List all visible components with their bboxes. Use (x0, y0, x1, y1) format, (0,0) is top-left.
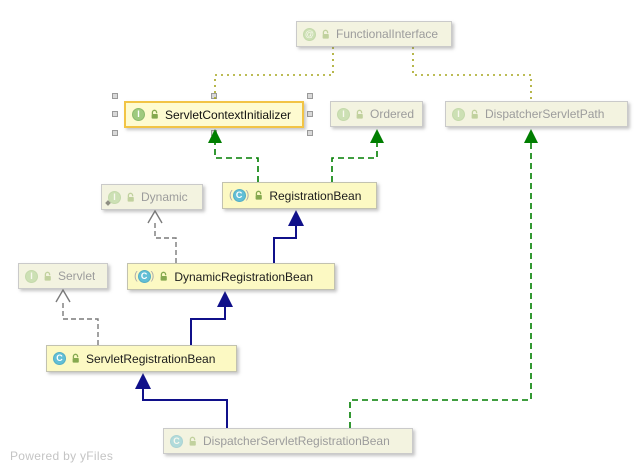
selection-handle-mid-right[interactable] (307, 111, 313, 117)
edge-drb-extends-registrationbean[interactable] (273, 210, 304, 263)
open-arrowhead (147, 209, 163, 224)
node-label: Servlet (58, 269, 96, 283)
class-icon: C (170, 434, 183, 448)
node-label: Ordered (370, 107, 415, 121)
interface-icon: I (337, 107, 350, 121)
interface-icon: I (452, 107, 465, 121)
node-registration-bean[interactable]: (C) RegistrationBean (222, 182, 377, 209)
class-icon: C (53, 352, 66, 365)
arrowhead (135, 373, 151, 389)
interface-icon: I (25, 269, 38, 283)
edge-dsrb-extends-srb[interactable] (135, 373, 228, 428)
node-dynamic-registration-bean[interactable]: (C) DynamicRegistrationBean (127, 263, 335, 290)
arrowhead (524, 129, 538, 143)
arrowhead (288, 210, 304, 226)
node-label: RegistrationBean (269, 188, 362, 203)
node-dispatcher-servlet-registration-bean[interactable]: C DispatcherServletRegistrationBean (163, 428, 413, 454)
node-ordered[interactable]: I Ordered (330, 101, 423, 127)
interface-icon: I (132, 108, 145, 121)
node-label: FunctionalInterface (336, 27, 439, 41)
edge-srb-generic-servlet[interactable] (55, 288, 99, 345)
node-servlet[interactable]: I Servlet (18, 263, 108, 289)
edge-registrationbean-implements-sci[interactable] (208, 129, 259, 182)
arrowhead (370, 129, 384, 143)
lock-icon (356, 109, 363, 119)
node-dynamic[interactable]: I Dynamic (101, 184, 203, 210)
selection-handle-top-right[interactable] (307, 93, 313, 99)
lock-icon (160, 271, 168, 281)
open-arrowhead (55, 288, 71, 303)
edge-dsrb-implements-dispatcherservletpath[interactable] (349, 129, 538, 428)
inner-interface-icon: I (105, 190, 121, 206)
node-label: DynamicRegistrationBean (174, 269, 314, 284)
node-label: ServletContextInitializer (165, 107, 292, 122)
selection-handle-top-left[interactable] (112, 93, 118, 99)
yfiles-watermark: Powered by yFiles (10, 449, 114, 463)
node-label: DispatcherServletRegistrationBean (203, 434, 390, 448)
lock-icon (471, 109, 478, 119)
node-servlet-registration-bean[interactable]: C ServletRegistrationBean (46, 345, 237, 372)
selection-handle-bottom-center[interactable] (211, 130, 217, 136)
lock-icon (322, 29, 329, 39)
edge-dsp-to-functionalinterface[interactable] (412, 47, 532, 100)
node-label: DispatcherServletPath (485, 107, 605, 121)
lock-icon (127, 192, 134, 202)
arrowhead (217, 291, 233, 307)
lock-icon (151, 109, 158, 119)
selection-handle-mid-left[interactable] (112, 111, 118, 117)
node-dispatcher-servlet-path[interactable]: I DispatcherServletPath (445, 101, 628, 127)
lock-icon (255, 190, 263, 200)
node-functional-interface[interactable]: @ FunctionalInterface (296, 21, 452, 47)
annotation-icon: @ (303, 27, 316, 41)
abstract-class-icon: (C) (229, 189, 250, 202)
edge-registrationbean-implements-ordered[interactable] (331, 129, 384, 182)
node-servlet-context-initializer[interactable]: I ServletContextInitializer (124, 101, 304, 128)
abstract-class-icon: (C) (134, 270, 155, 283)
lock-icon (72, 353, 79, 363)
lock-icon (189, 436, 196, 446)
edge-srb-extends-drb[interactable] (190, 291, 233, 345)
node-label: ServletRegistrationBean (86, 351, 216, 366)
lock-icon (44, 271, 51, 281)
selection-handle-top-center[interactable] (211, 93, 217, 99)
edge-sci-to-functionalinterface[interactable] (214, 47, 334, 100)
selection-handle-bottom-left[interactable] (112, 130, 118, 136)
node-label: Dynamic (141, 190, 188, 204)
edge-drb-generic-dynamic[interactable] (147, 209, 177, 263)
selection-handle-bottom-right[interactable] (307, 130, 313, 136)
